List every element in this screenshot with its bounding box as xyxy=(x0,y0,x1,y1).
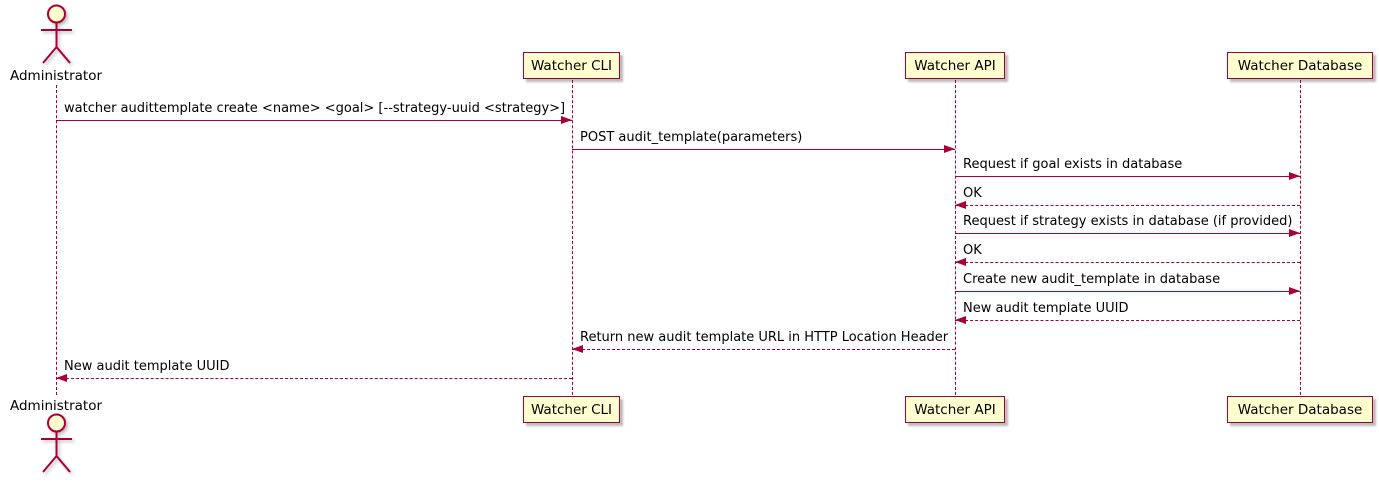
lifeline-watcher-cli xyxy=(572,80,573,395)
message-line xyxy=(56,120,572,121)
actor-label-bottom: Administrator xyxy=(9,398,103,414)
lifeline-watcher-db xyxy=(1300,80,1301,395)
message-line xyxy=(955,262,1300,263)
participant-box-watcher-cli-bottom: Watcher CLI xyxy=(523,396,620,423)
lifeline-watcher-api xyxy=(955,80,956,395)
message-label: watcher audittemplate create <name> <goa… xyxy=(64,101,566,116)
participant-box-watcher-db-top: Watcher Database xyxy=(1227,52,1373,79)
message-label: OK xyxy=(963,186,982,201)
message-label: Create new audit_template in database xyxy=(963,272,1221,287)
message-arrowhead xyxy=(1289,287,1300,296)
message-label: New audit template UUID xyxy=(963,301,1129,316)
message-label: Request if goal exists in database xyxy=(963,157,1183,172)
message-arrowhead xyxy=(955,316,966,325)
actor-figure-bottom xyxy=(41,413,72,473)
message-arrowhead xyxy=(56,374,67,383)
participant-box-watcher-api-top: Watcher API xyxy=(905,52,1005,79)
message-line xyxy=(56,378,572,379)
message-line xyxy=(955,176,1300,177)
actor-label-top: Administrator xyxy=(9,68,103,84)
message-line xyxy=(955,205,1300,206)
message-arrowhead xyxy=(955,258,966,267)
message-label: OK xyxy=(963,243,982,258)
message-label: POST audit_template(parameters) xyxy=(580,130,803,145)
message-arrowhead xyxy=(561,116,572,125)
message-arrowhead xyxy=(955,201,966,210)
message-line xyxy=(572,149,955,150)
message-line xyxy=(572,349,955,350)
actor-figure-top xyxy=(41,4,72,64)
message-label: Request if strategy exists in database (… xyxy=(963,214,1293,229)
message-line xyxy=(955,320,1300,321)
message-arrowhead xyxy=(1289,229,1300,238)
message-line xyxy=(955,233,1300,234)
message-arrowhead xyxy=(572,345,583,354)
message-arrowhead xyxy=(1289,172,1300,181)
participant-box-watcher-db-bottom: Watcher Database xyxy=(1227,396,1373,423)
message-arrowhead xyxy=(944,145,955,154)
lifeline-administrator xyxy=(56,85,57,395)
message-label: Return new audit template URL in HTTP Lo… xyxy=(580,330,949,345)
participant-box-watcher-api-bottom: Watcher API xyxy=(905,396,1005,423)
message-label: New audit template UUID xyxy=(64,359,230,374)
participant-box-watcher-cli-top: Watcher CLI xyxy=(523,52,620,79)
message-line xyxy=(955,291,1300,292)
